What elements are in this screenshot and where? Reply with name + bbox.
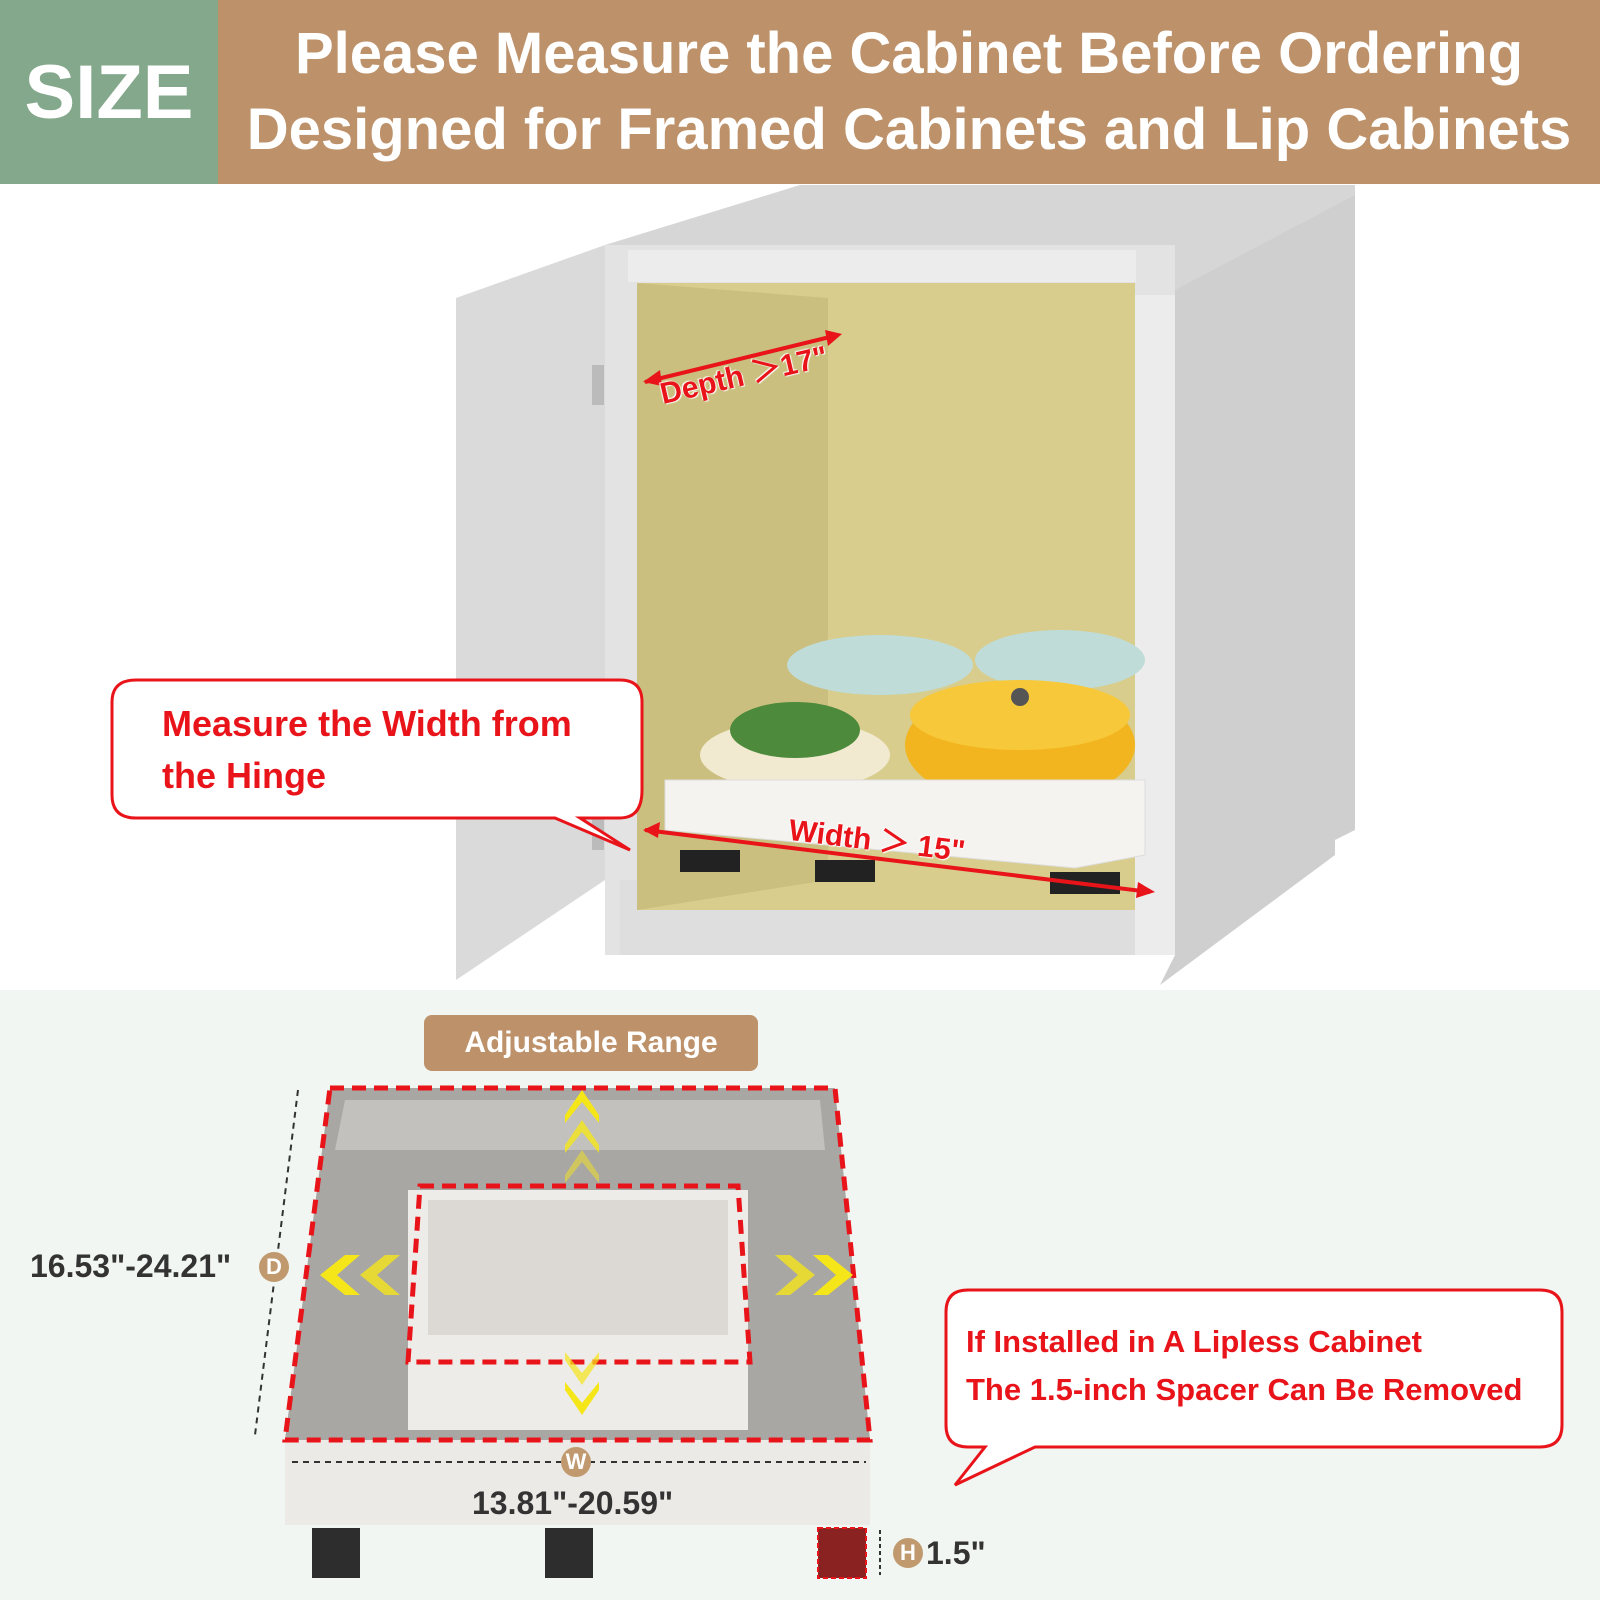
adjustable-range-label: Adjustable Range — [424, 1015, 758, 1071]
height-value: 1.5" — [926, 1535, 986, 1571]
size-label: SIZE — [24, 49, 194, 135]
depth-range-value: 16.53"-24.21" — [30, 1248, 232, 1284]
hinge-callout-line2: the Hinge — [162, 755, 327, 796]
header-banner: Please Measure the Cabinet Before Orderi… — [218, 0, 1600, 184]
lipless-note: If Installed in A Lipless Cabinet The 1.… — [966, 1318, 1522, 1414]
width-badge: W — [561, 1447, 591, 1477]
adjustable-range-title: Adjustable Range — [464, 1026, 718, 1059]
depth-badge: D — [259, 1252, 289, 1282]
width-range-value: 13.81"-20.59" — [472, 1485, 674, 1521]
header-title: Please Measure the Cabinet Before Orderi… — [294, 21, 1524, 86]
height-badge: H — [893, 1538, 923, 1568]
hinge-callout: Measure the Width from the Hinge — [162, 698, 572, 802]
lipless-note-line2: The 1.5-inch Spacer Can Be Removed — [966, 1372, 1523, 1407]
size-badge: SIZE — [0, 0, 218, 184]
header-subtitle: Designed for Framed Cabinets and Lip Cab… — [246, 97, 1572, 162]
hinge-callout-line1: Measure the Width from — [162, 703, 572, 744]
lipless-note-line1: If Installed in A Lipless Cabinet — [966, 1324, 1422, 1359]
